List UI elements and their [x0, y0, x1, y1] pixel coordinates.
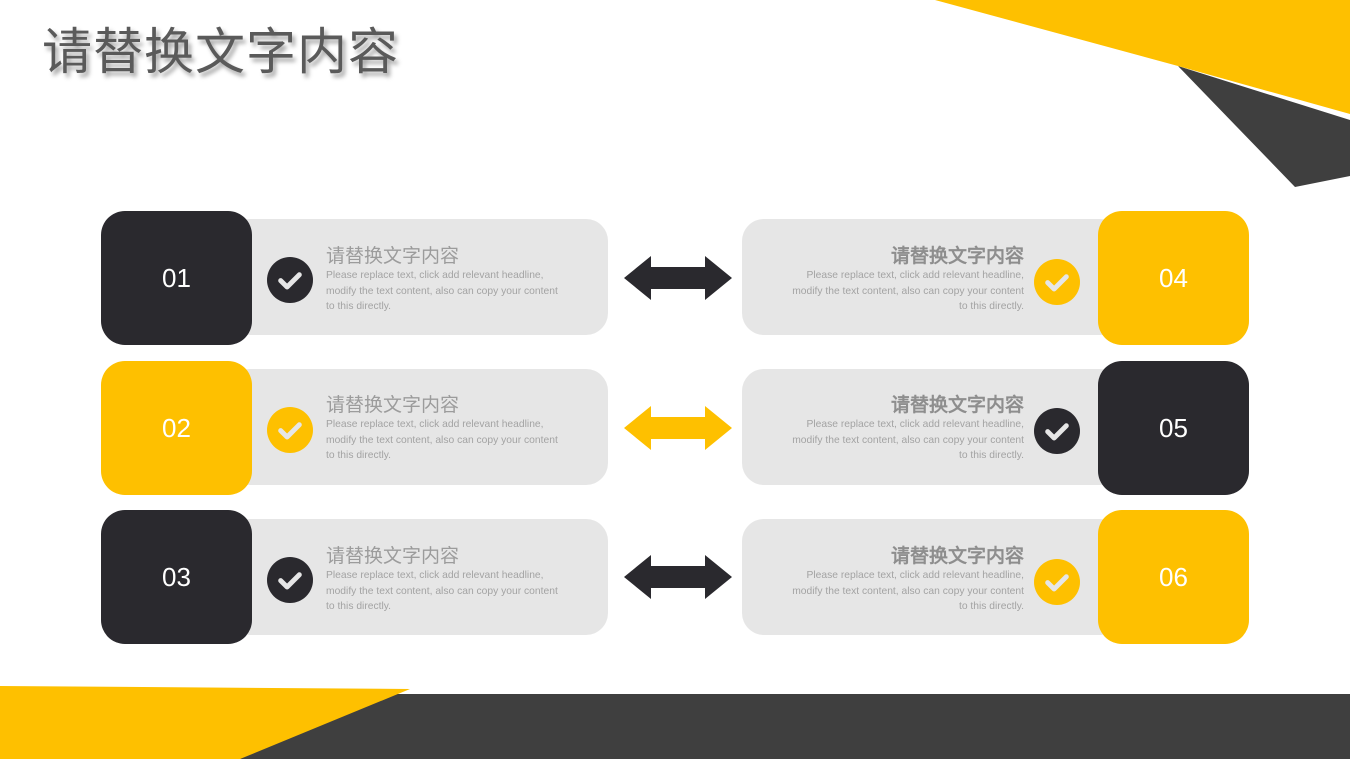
number-badge: 04: [1098, 211, 1249, 345]
item-body: Please replace text, click add relevant …: [326, 568, 576, 615]
body-line: modify the text content, also can copy y…: [326, 434, 558, 446]
body-line: to this directly.: [958, 301, 1024, 312]
check-circle-icon: [1034, 259, 1080, 305]
body-line: Please replace text, click add relevant …: [326, 419, 544, 430]
top-right-dark-shape: [1178, 66, 1350, 187]
bottom-left-yellow-shape: [0, 686, 410, 759]
check-circle-icon: [267, 407, 313, 453]
double-arrow-icon: [624, 256, 732, 300]
number-badge: 05: [1098, 361, 1249, 495]
item-heading: 请替换文字内容: [326, 245, 460, 267]
body-line: to this directly.: [326, 450, 392, 461]
item-text: 请替换文字内容 Please replace text, click add r…: [326, 545, 576, 615]
item-heading: 请替换文字内容: [326, 394, 460, 416]
number-badge: 03: [101, 510, 252, 644]
item-text: 请替换文字内容 Please replace text, click add r…: [774, 545, 1024, 615]
item-body: Please replace text, click add relevant …: [774, 568, 1024, 615]
body-line: modify the text content, also can copy y…: [326, 585, 558, 597]
item-heading: 请替换文字内容: [890, 545, 1024, 567]
number-badge: 02: [101, 361, 252, 495]
body-line: Please replace text, click add relevant …: [326, 570, 544, 581]
check-circle-icon: [1034, 408, 1080, 454]
item-text: 请替换文字内容 Please replace text, click add r…: [774, 394, 1024, 464]
double-arrow-icon: [624, 406, 732, 450]
check-circle-icon: [267, 557, 313, 603]
item-body: Please replace text, click add relevant …: [326, 417, 576, 464]
body-line: Please replace text, click add relevant …: [806, 270, 1024, 281]
slide-title: 请替换文字内容: [42, 23, 399, 81]
item-text: 请替换文字内容 Please replace text, click add r…: [774, 245, 1024, 315]
number-badge: 01: [101, 211, 252, 345]
double-arrow-icon: [624, 555, 732, 599]
item-text: 请替换文字内容 Please replace text, click add r…: [326, 245, 576, 315]
number-badge: 06: [1098, 510, 1249, 644]
body-line: to this directly.: [958, 450, 1024, 461]
body-line: to this directly.: [958, 601, 1024, 612]
item-heading: 请替换文字内容: [890, 245, 1024, 267]
body-line: modify the text content, also can copy y…: [792, 585, 1024, 597]
body-line: Please replace text, click add relevant …: [326, 270, 544, 281]
item-body: Please replace text, click add relevant …: [774, 417, 1024, 464]
body-line: modify the text content, also can copy y…: [792, 434, 1024, 446]
body-line: Please replace text, click add relevant …: [806, 570, 1024, 581]
bottom-dark-band: [240, 694, 1350, 759]
body-line: to this directly.: [326, 601, 392, 612]
item-heading: 请替换文字内容: [326, 545, 460, 567]
item-text: 请替换文字内容 Please replace text, click add r…: [326, 394, 576, 464]
body-line: modify the text content, also can copy y…: [792, 285, 1024, 297]
item-heading: 请替换文字内容: [890, 394, 1024, 416]
check-circle-icon: [267, 257, 313, 303]
item-body: Please replace text, click add relevant …: [326, 268, 576, 315]
item-body: Please replace text, click add relevant …: [774, 268, 1024, 315]
body-line: to this directly.: [326, 301, 392, 312]
body-line: Please replace text, click add relevant …: [806, 419, 1024, 430]
top-right-yellow-shape: [935, 0, 1350, 114]
check-circle-icon: [1034, 559, 1080, 605]
body-line: modify the text content, also can copy y…: [326, 285, 558, 297]
